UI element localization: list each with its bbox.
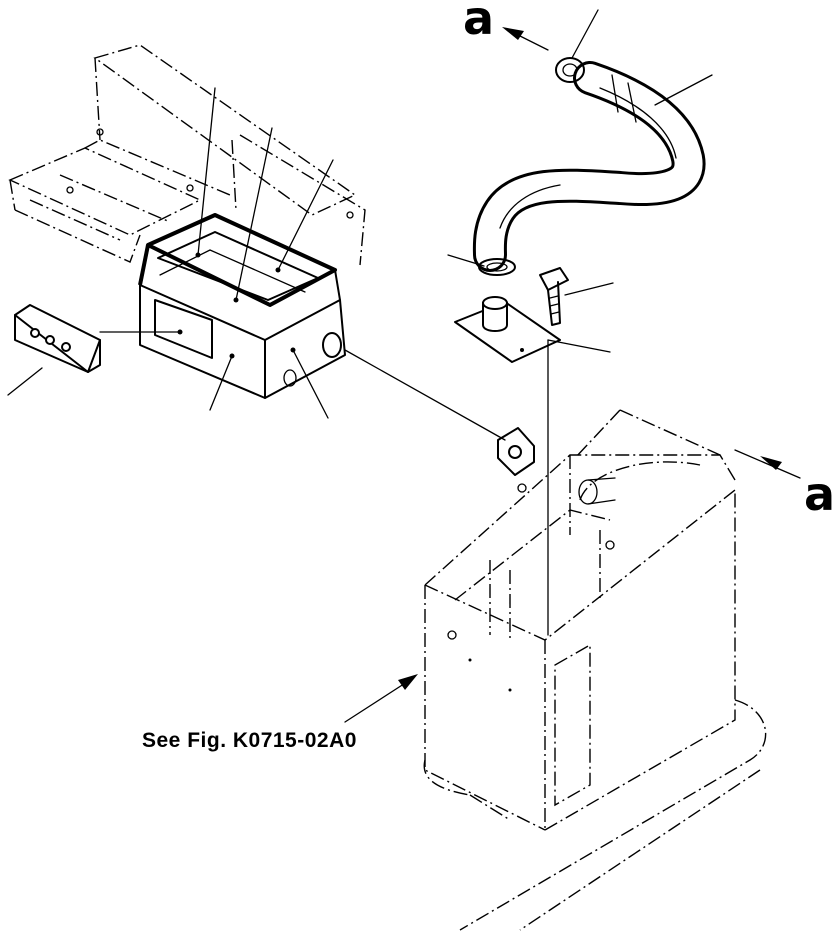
see-figure-caption: See Fig. K0715-02A0 bbox=[142, 729, 357, 752]
tank-housing bbox=[424, 409, 736, 831]
filler-plate bbox=[454, 296, 611, 363]
hose bbox=[472, 61, 706, 272]
gasket bbox=[497, 427, 535, 476]
leader-line-hose bbox=[654, 74, 713, 106]
switch-panel bbox=[7, 304, 101, 396]
arrow-icon bbox=[502, 27, 549, 51]
control-box bbox=[138, 213, 346, 399]
hose-clamp-icon bbox=[555, 9, 599, 83]
reference-letter-right: a bbox=[804, 467, 835, 521]
reference-letter-top: a bbox=[463, 0, 494, 45]
lid-panel bbox=[8, 44, 366, 266]
arrow-icon bbox=[734, 449, 801, 479]
base-plate bbox=[423, 699, 767, 931]
hose-clamp-icon bbox=[447, 254, 516, 276]
leader-lines-left bbox=[99, 87, 506, 441]
arrow-icon bbox=[344, 674, 418, 723]
bolt-icon bbox=[539, 267, 614, 326]
